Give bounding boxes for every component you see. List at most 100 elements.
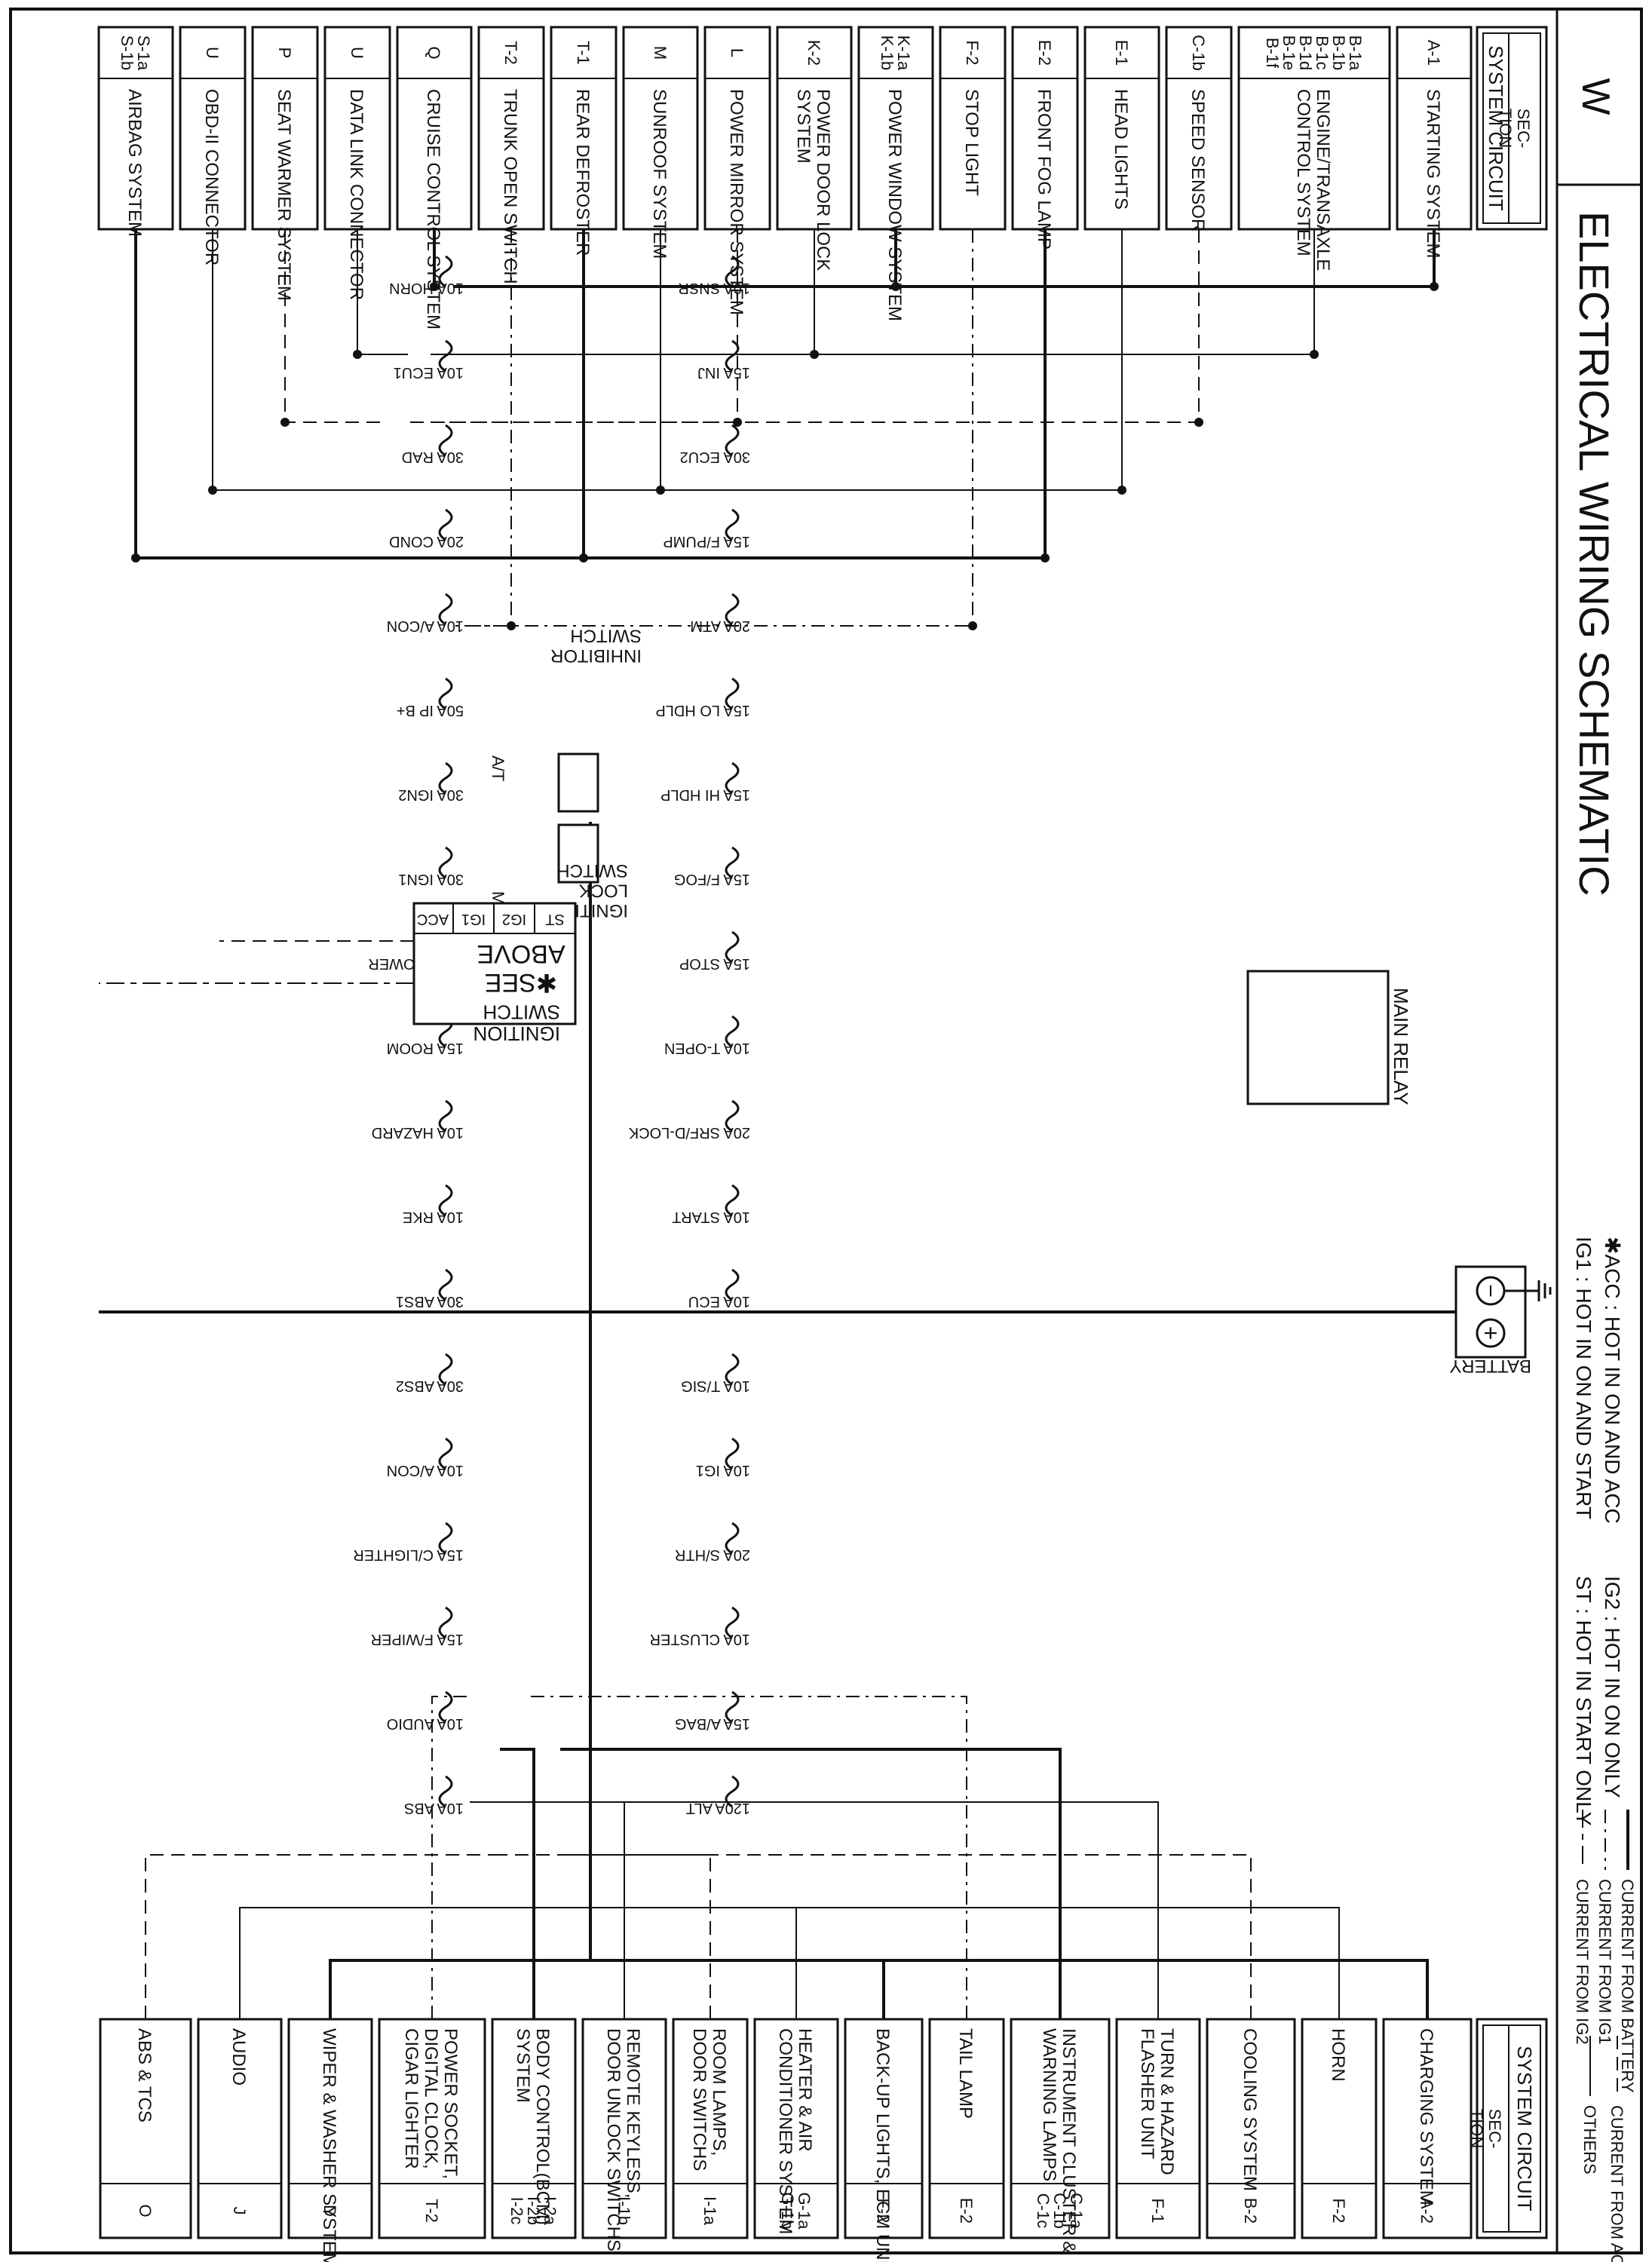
fuse-label: 15A LO HDLP bbox=[655, 702, 750, 719]
left-system-name: CRUISE CONTROL SYSTEM bbox=[423, 89, 443, 329]
junction-dot bbox=[353, 350, 362, 359]
fuse-label: 30A IGN2 bbox=[398, 786, 464, 803]
wire bbox=[500, 1959, 885, 2019]
fuse-label: 20A COND bbox=[389, 533, 464, 550]
fuse-label: 15A INJ bbox=[697, 364, 750, 381]
wire bbox=[470, 1801, 1159, 2019]
right-system-name: WIPER & WASHER SYSTEM bbox=[319, 2028, 339, 2262]
right-system-name: HORN bbox=[1328, 2028, 1348, 2082]
note-ig2: IG2 : HOT IN ON ONLY bbox=[1601, 1576, 1624, 1798]
fuse-label: 10A ABS bbox=[404, 1800, 464, 1816]
fuse-label: 30A ABS2 bbox=[396, 1378, 464, 1394]
fuse-label: 10A A/CON bbox=[387, 1462, 464, 1479]
fuse-symbol bbox=[725, 677, 740, 710]
fuse-label: 10A RKE bbox=[403, 1209, 464, 1225]
right-section-code: I-1b bbox=[615, 2196, 633, 2225]
fuse-symbol bbox=[725, 930, 740, 964]
ignition-terminal-ig1: IG1 bbox=[461, 911, 486, 927]
fuse-label: 10A T/SIG bbox=[681, 1378, 750, 1394]
left-section-code: Q bbox=[424, 46, 443, 59]
junction-dot bbox=[579, 553, 588, 562]
fuse-label: 10A IG1 bbox=[696, 1462, 750, 1479]
left-system-name: STARTING SYSTEM bbox=[1423, 89, 1443, 258]
wire bbox=[329, 1959, 560, 2019]
legend-label: CURRENT FROM BATTERY bbox=[1618, 1879, 1637, 2093]
battery-label: BATTERY bbox=[1450, 1356, 1531, 1376]
right-system-name: POWER SOCKET,DIGITAL CLOCK,CIGAR LIGHTER bbox=[401, 2028, 461, 2179]
legend-label: CURRENT FROM IG1 bbox=[1595, 1879, 1614, 2045]
junction-dot bbox=[1310, 350, 1319, 359]
left-section-code: T-2 bbox=[501, 41, 520, 65]
fuse-symbol bbox=[438, 1522, 453, 1555]
junction-dot bbox=[1194, 418, 1203, 427]
wire bbox=[145, 1854, 500, 2019]
wire bbox=[385, 229, 1047, 559]
right-section-code: A-2 bbox=[1418, 2198, 1436, 2224]
right-system-name: AUDIO bbox=[228, 2028, 249, 2086]
junction-dot bbox=[280, 418, 290, 427]
right-section-code: T-2 bbox=[422, 2199, 441, 2223]
right-system-name: BODY CONTROL(BCM)SYSTEM bbox=[513, 2028, 553, 2225]
left-section-code: K-2 bbox=[805, 40, 823, 66]
fuse-label: 10A START bbox=[672, 1209, 750, 1225]
junction-dot bbox=[810, 350, 819, 359]
inhibitor-switch: INHIBITORSWITCH A/T bbox=[489, 626, 642, 813]
wire bbox=[530, 1696, 967, 2019]
right-system-name: BACK-UP LIGHTS, ECM UNIT bbox=[872, 2028, 893, 2262]
fuse-symbol bbox=[438, 255, 453, 288]
fuse-symbol bbox=[725, 1690, 740, 1724]
wire bbox=[530, 1907, 1340, 2019]
left-system-name: FRONT FOG LAMP bbox=[1034, 89, 1054, 250]
right-section-code: E-2 bbox=[957, 2198, 976, 2224]
junction-dot bbox=[1117, 486, 1126, 495]
wire bbox=[134, 229, 453, 559]
wire bbox=[431, 229, 815, 355]
right-section-code: F-2 bbox=[874, 2199, 893, 2224]
right-section-code: D bbox=[320, 2205, 339, 2217]
left-section-code: M bbox=[651, 46, 670, 60]
fuse-symbol bbox=[438, 1437, 453, 1470]
fuse-symbol bbox=[438, 593, 453, 626]
left-section-code: A-1 bbox=[1424, 40, 1443, 66]
fuse-label: 20A ATM bbox=[690, 618, 750, 634]
fuse-symbol bbox=[438, 846, 453, 879]
fuse-symbol bbox=[438, 339, 453, 372]
legend-label: CURRENT FROM IG2 bbox=[1573, 1879, 1592, 2045]
outer-border bbox=[9, 8, 1643, 2254]
fuse-symbol bbox=[725, 255, 740, 288]
right-section-code: F-2 bbox=[1329, 2199, 1348, 2224]
right-section-code: O bbox=[136, 2204, 155, 2217]
main-relay-label: MAIN RELAY bbox=[1390, 988, 1412, 1105]
fuse-label: 10A T-OPEN bbox=[664, 1040, 750, 1056]
left-section-code: S-1aS-1b bbox=[118, 35, 153, 71]
left-section-code: U bbox=[348, 47, 366, 59]
fuse-symbol bbox=[725, 508, 740, 541]
junction-dot bbox=[430, 282, 439, 291]
right-section-code: J bbox=[230, 2207, 249, 2215]
fuse-symbol bbox=[438, 508, 453, 541]
fuse-symbol bbox=[725, 846, 740, 879]
left-system-name: POWER WINDOW SYSTEM bbox=[884, 89, 905, 321]
ignition-terminal-ig2: IG2 bbox=[502, 911, 526, 927]
left-system-name: SUNROOF SYSTEM bbox=[649, 89, 670, 259]
fuse-label: 15A A/BAG bbox=[675, 1715, 750, 1732]
wire bbox=[470, 1907, 797, 2019]
fuse-symbol bbox=[438, 1353, 453, 1386]
left-system-name: STOP LIGHT bbox=[961, 89, 982, 196]
right-column-header: SYSTEM CIRCUIT SEC-TION bbox=[1467, 2018, 1548, 2239]
fuse-symbol bbox=[725, 1015, 740, 1048]
fuse-symbol bbox=[725, 593, 740, 626]
right-section-code: F-1 bbox=[1148, 2199, 1167, 2224]
left-system-name: DATA LINK CONNECTOR bbox=[346, 89, 366, 300]
fuse-label: 15A F/PUMP bbox=[663, 533, 750, 550]
wire bbox=[560, 1748, 1062, 2019]
fuse-label: 20A S/HTR bbox=[675, 1546, 750, 1563]
fuse-symbol bbox=[438, 1606, 453, 1639]
right-system-name: COOLING SYSTEM bbox=[1240, 2028, 1260, 2191]
fuse-label: 15A C/LIGHTER bbox=[353, 1546, 464, 1563]
